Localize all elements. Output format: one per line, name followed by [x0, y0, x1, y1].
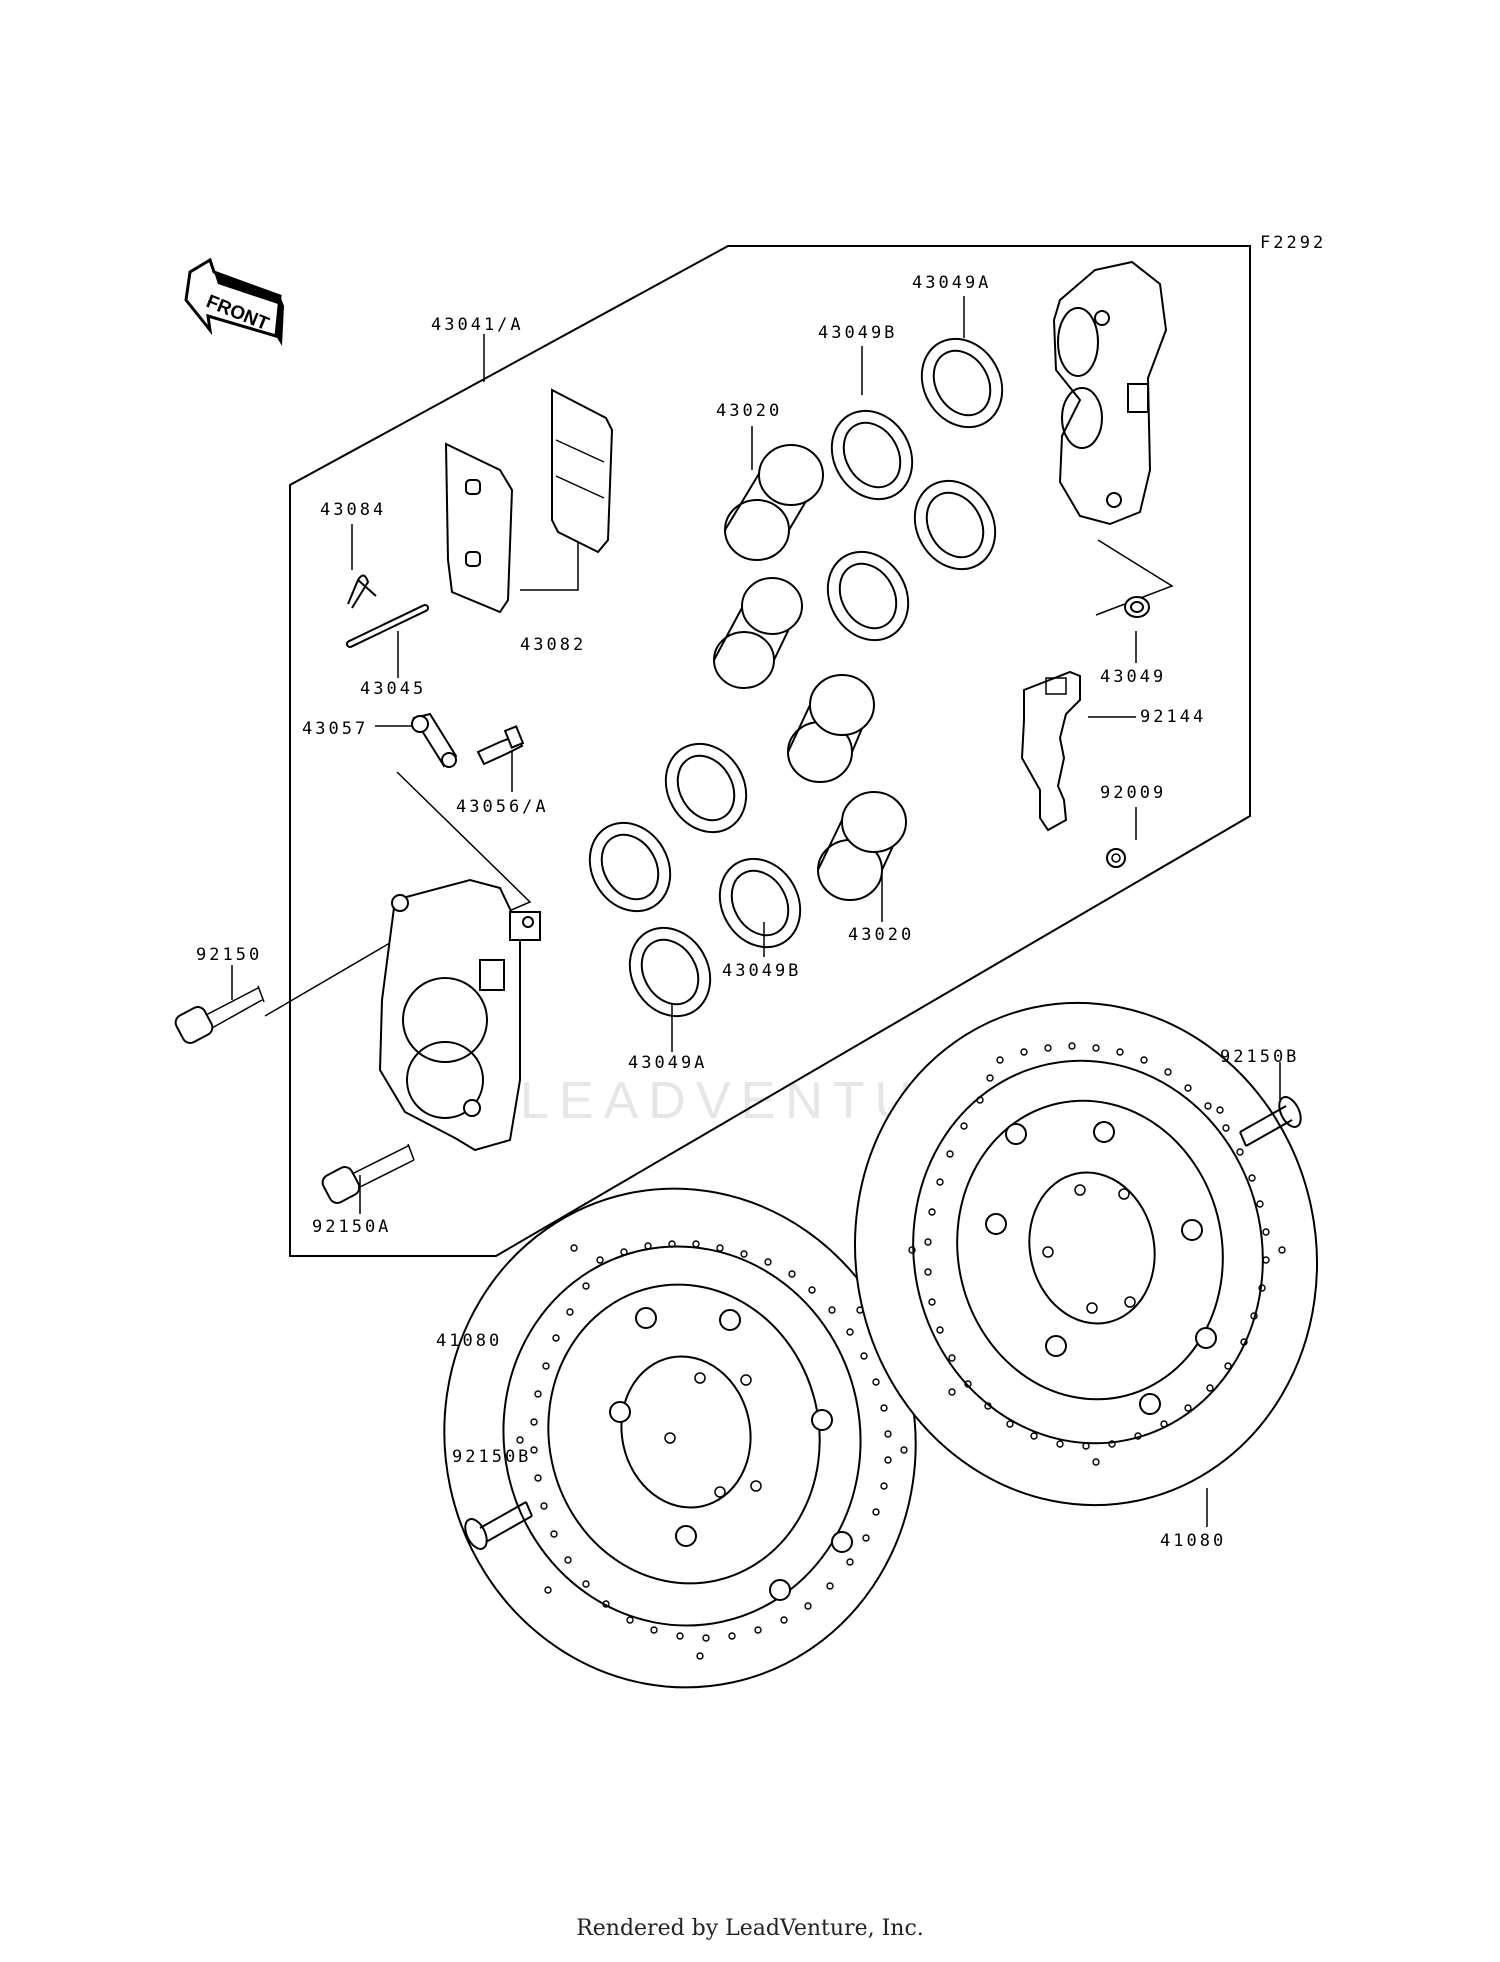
disc-bolt-left — [464, 1501, 533, 1550]
label-41080-left: 41080 — [436, 1331, 502, 1351]
disc-bolt-right — [1239, 1096, 1302, 1147]
caliper-bolt-92150a — [321, 1143, 415, 1204]
brake-disc-left — [443, 1187, 917, 1689]
label-43082: 43082 — [520, 635, 586, 655]
label-43045: 43045 — [360, 679, 426, 699]
pin-clip — [347, 574, 377, 609]
label-92150b-left: 92150B — [452, 1447, 531, 1467]
label-43049b-top: 43049B — [818, 323, 897, 343]
label-92009: 92009 — [1100, 783, 1166, 803]
o-ring — [1124, 596, 1150, 618]
label-43020-bottom: 43020 — [848, 925, 914, 945]
label-43020-top: 43020 — [716, 401, 782, 421]
brake-disc-right — [854, 1001, 1318, 1507]
label-41080-right: 41080 — [1160, 1531, 1226, 1551]
front-arrow-icon: FRONT — [184, 257, 284, 346]
pad-pin — [346, 604, 429, 648]
bleeder-cap — [411, 712, 458, 768]
bracket-bolt — [1106, 848, 1126, 868]
brake-pad — [551, 388, 614, 554]
caliper-right — [1052, 260, 1168, 526]
piston-bottom-2 — [817, 791, 907, 901]
diagram-code: F2292 — [1260, 233, 1326, 253]
label-92150a: 92150A — [312, 1217, 391, 1237]
label-43056a: 43056/A — [456, 797, 549, 817]
seal-ring — [588, 337, 1004, 1018]
caliper-left — [378, 878, 541, 1152]
label-92144: 92144 — [1140, 707, 1206, 727]
bleeder-valve — [476, 725, 525, 766]
label-43057: 43057 — [302, 719, 368, 739]
piston-top-1 — [724, 444, 824, 561]
brake-pad-backing — [444, 442, 514, 614]
caliper-bolt-92150 — [174, 985, 265, 1044]
footer-credit: Rendered by LeadVenture, Inc. — [576, 1916, 924, 1941]
label-43041a: 43041/A — [431, 315, 524, 335]
piston-bottom-1 — [787, 674, 875, 783]
label-43084: 43084 — [320, 500, 386, 520]
label-43049: 43049 — [1100, 667, 1166, 687]
caliper-assembly-frame — [289, 245, 1251, 1257]
piston-top-2 — [713, 577, 803, 689]
label-43049a-bottom: 43049A — [628, 1053, 707, 1073]
label-92150: 92150 — [196, 945, 262, 965]
label-43049b-bottom: 43049B — [722, 961, 801, 981]
label-92150b-right: 92150B — [1220, 1047, 1299, 1067]
bracket — [1020, 670, 1081, 832]
label-43049a-top: 43049A — [912, 273, 991, 293]
